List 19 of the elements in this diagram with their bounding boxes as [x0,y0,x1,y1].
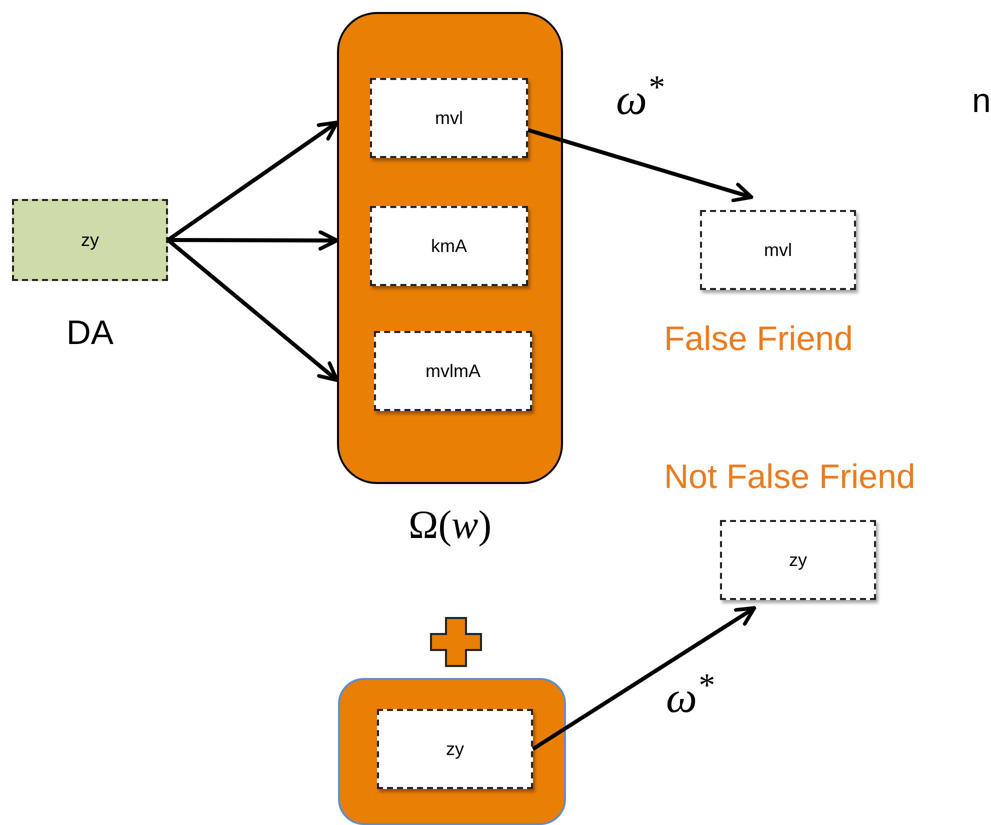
text-box: zy [12,199,168,281]
arrow [168,230,339,251]
text-box: mvl [370,78,528,158]
arrow [527,128,754,202]
text-box: zy [377,709,533,789]
text-box: zy [720,520,876,600]
group-box [338,678,566,825]
node-caption: DA [65,313,115,354]
arrow [166,120,339,242]
category-label: False Friend [664,319,854,360]
arrow [166,238,339,382]
text-label: n [972,81,991,122]
text-box: mvlmA [374,331,532,411]
group-box [337,12,563,484]
text-box: mvl [700,210,856,290]
formula-label: Ω(w) [407,501,493,549]
text-box: kmA [370,206,528,286]
arrow [532,606,756,751]
category-label: Not False Friend [664,457,916,498]
